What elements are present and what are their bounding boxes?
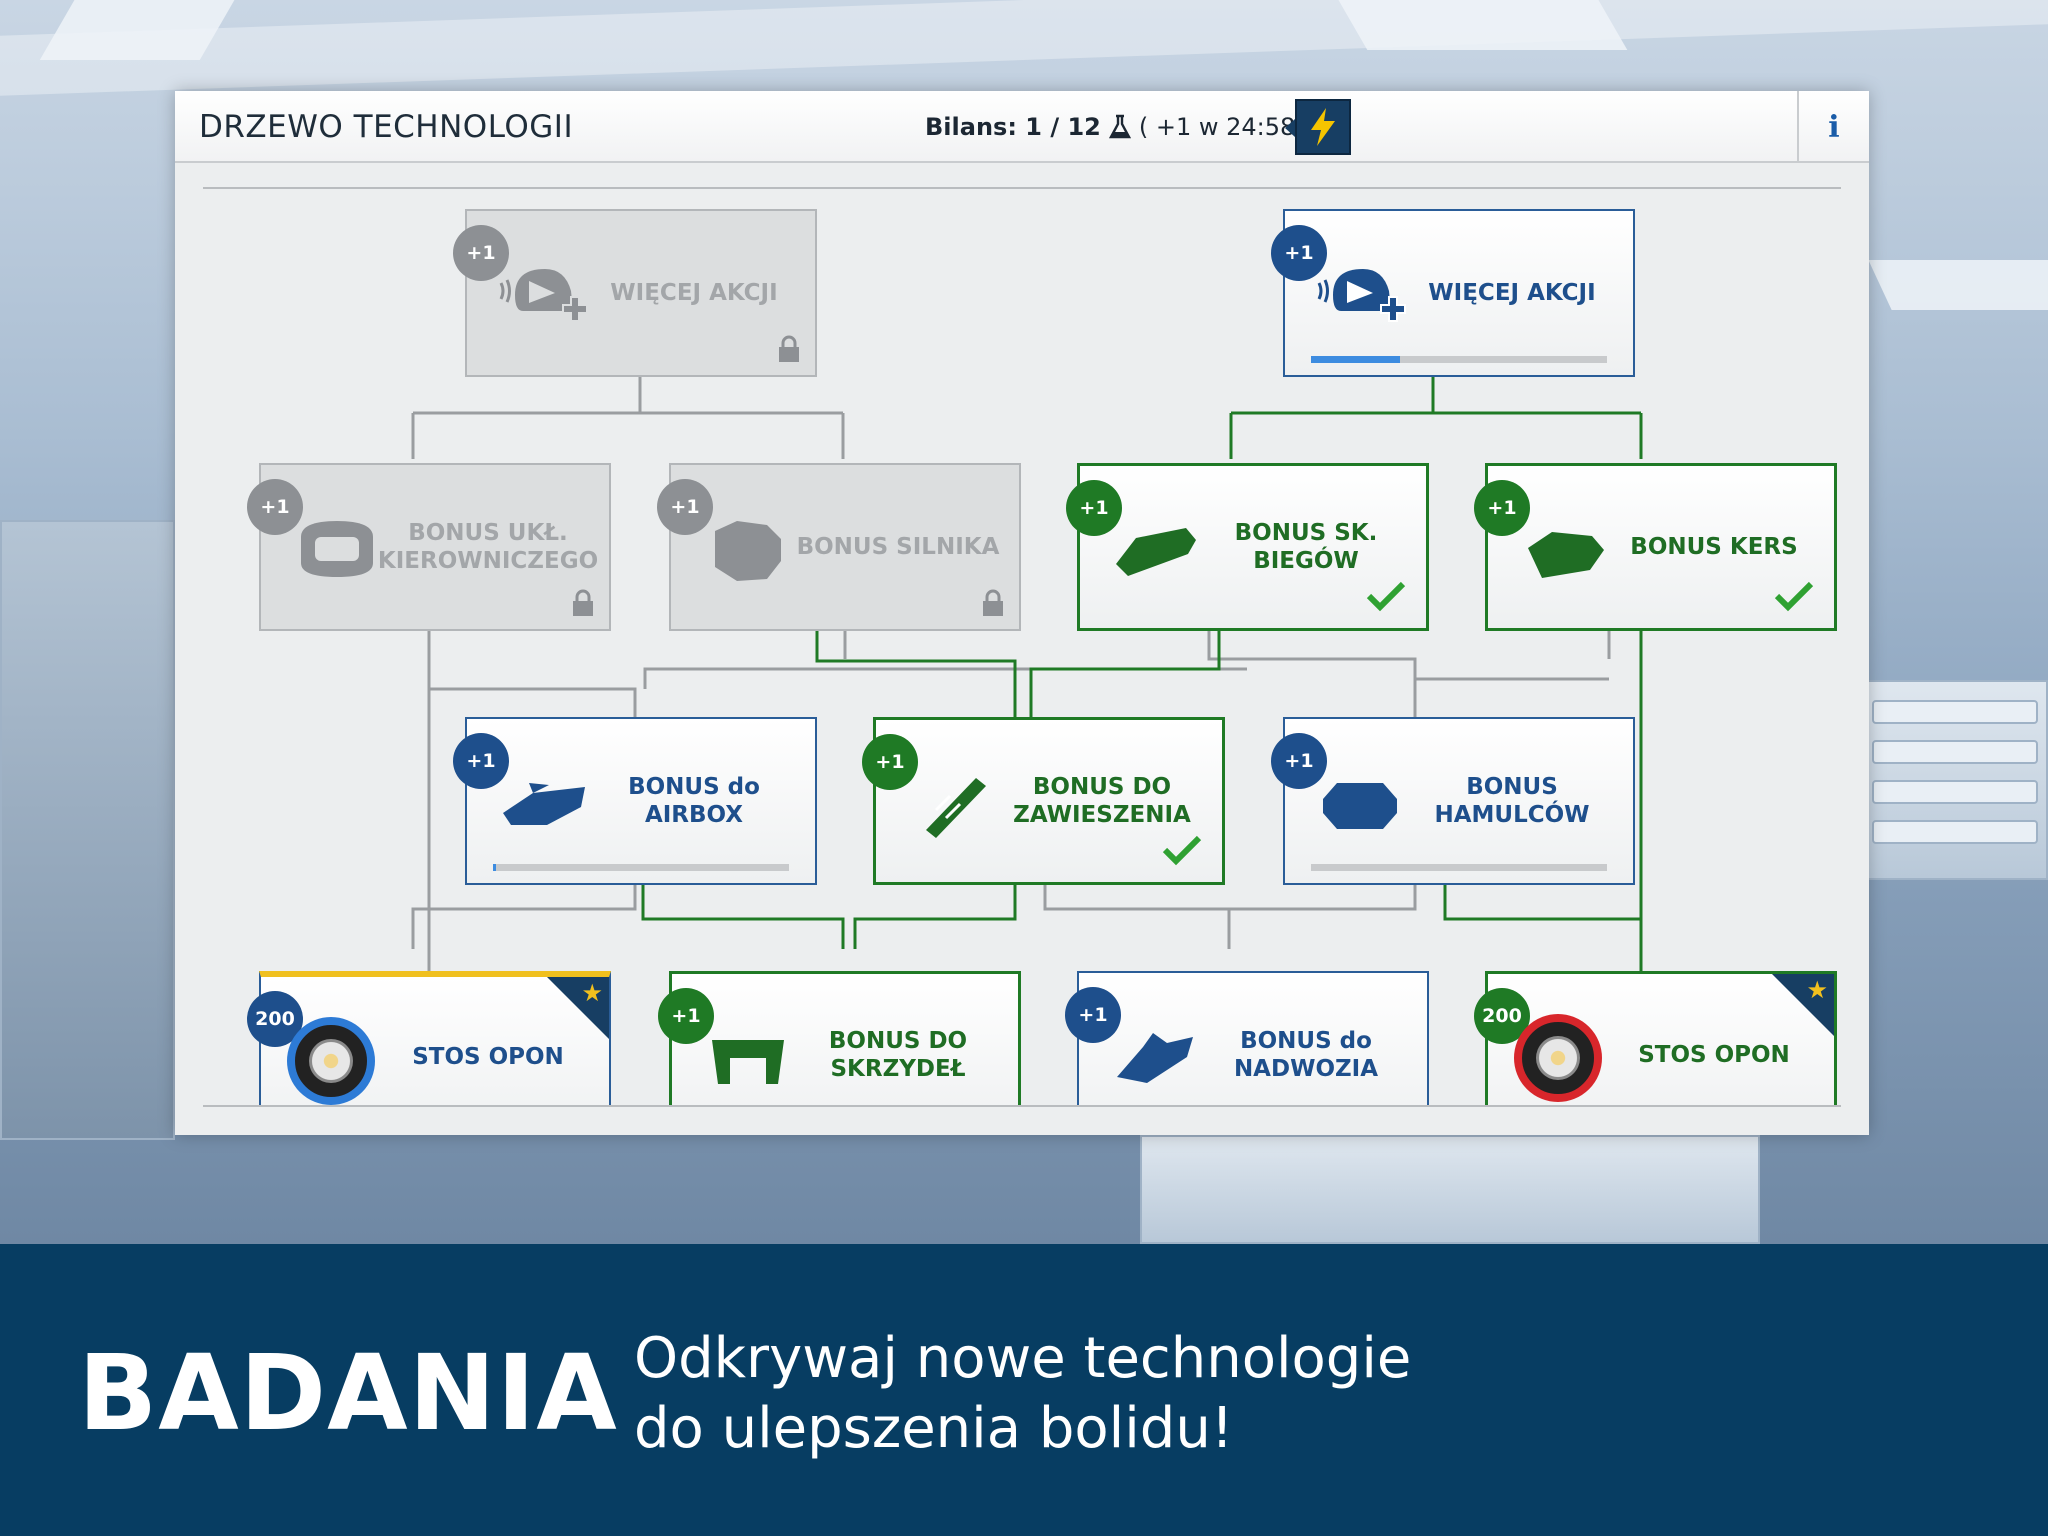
page-title: DRZEWO TECHNOLOGII [199, 109, 574, 145]
lightning-icon [1311, 108, 1335, 146]
node-badge: +1 [1065, 987, 1121, 1043]
node-label: WIĘCEJ AKCJI [1428, 280, 1596, 306]
node-label: BONUS SILNIKA [796, 534, 1000, 560]
gearbox-icon [1116, 528, 1196, 576]
promo-banner: BADANIA Odkrywaj nowe technologie do ule… [0, 1244, 2048, 1536]
brake-icon [1323, 783, 1397, 829]
info-button[interactable]: i [1797, 91, 1869, 163]
tech-node-suspension[interactable]: +1 BONUS DO ZAWIESZENIA [862, 717, 1225, 885]
node-badge: +1 [862, 734, 918, 790]
node-label: BONUS DO ZAWIESZENIA [1013, 774, 1191, 828]
bodywork-icon [1117, 1033, 1193, 1083]
node-label: BONUS do AIRBOX [628, 774, 760, 828]
node-label: STOS OPON [1638, 1042, 1790, 1068]
node-label: WIĘCEJ AKCJI [610, 280, 778, 306]
tech-node-brakes[interactable]: +1 BONUS HAMULCÓW [1271, 717, 1635, 885]
research-balance: Bilans: 1 / 12 ( +1 w 24:58 ) [925, 113, 1312, 141]
node-label: BONUS HAMULCÓW [1434, 774, 1590, 828]
helmet-icon [1317, 269, 1406, 322]
node-badge: +1 [1474, 480, 1530, 536]
lock-icon [983, 589, 1003, 616]
balance-label: Bilans: 1 / 12 [925, 113, 1101, 141]
node-label: BONUS DO SKRZYDEŁ [828, 1028, 968, 1082]
research-progress-bar [493, 864, 789, 871]
tech-node-airbox[interactable]: +1 BONUS do AIRBOX [453, 717, 817, 885]
tech-tree: +1 WIĘCEJ AKCJI +1 WIĘCEJ AKCJI +1 BONUS… [203, 187, 1841, 1107]
node-label: STOS OPON [412, 1044, 564, 1070]
banner-headline: BADANIA [78, 1332, 618, 1454]
tech-node-engine-locked[interactable]: +1 BONUS SILNIKA [657, 463, 1021, 631]
boost-button[interactable] [1295, 99, 1351, 155]
banner-tagline: Odkrywaj nowe technologie do ulepszenia … [634, 1324, 1411, 1464]
node-badge: +1 [1066, 480, 1122, 536]
airbox-icon [503, 783, 585, 825]
tech-node-more-actions-locked[interactable]: +1 WIĘCEJ AKCJI [453, 209, 817, 377]
balance-timer: ( +1 w 24:58 ) [1138, 113, 1313, 141]
tech-node-tire-stack-wet[interactable]: 200 STOS OPON ★ [247, 971, 611, 1105]
tree-connectors [411, 373, 1643, 979]
research-progress-bar [1311, 356, 1607, 363]
checkmark-icon [1162, 835, 1202, 866]
helmet-icon [499, 269, 588, 322]
tech-node-kers[interactable]: +1 BONUS KERS [1474, 463, 1837, 631]
lock-icon [573, 589, 593, 616]
soft-tire-icon [1514, 1014, 1602, 1102]
checkmark-icon [1774, 581, 1814, 612]
kers-icon [1528, 532, 1604, 578]
flask-icon [1108, 114, 1131, 139]
engine-icon [715, 521, 781, 581]
node-badge: +1 [247, 479, 303, 535]
node-badge: +1 [1271, 733, 1327, 789]
lock-icon [779, 335, 799, 362]
star-icon: ★ [581, 979, 603, 1007]
checkmark-icon [1366, 581, 1406, 612]
node-badge: +1 [453, 225, 509, 281]
tagline-line-1: Odkrywaj nowe technologie [634, 1326, 1412, 1391]
panel-header: DRZEWO TECHNOLOGII Bilans: 1 / 12 ( +1 w… [175, 91, 1869, 163]
tech-tree-panel: DRZEWO TECHNOLOGII Bilans: 1 / 12 ( +1 w… [175, 91, 1869, 1135]
node-badge: +1 [658, 988, 714, 1044]
node-badge: +1 [657, 479, 713, 535]
wet-tire-icon [287, 1017, 375, 1105]
node-label: BONUS SK. BIEGÓW [1234, 520, 1378, 574]
node-badge: +1 [453, 733, 509, 789]
tech-node-bodywork[interactable]: +1 BONUS do NADWOZIA [1065, 971, 1429, 1105]
star-icon: ★ [1806, 976, 1828, 1004]
tech-node-wings[interactable]: +1 BONUS DO SKRZYDEŁ [658, 971, 1021, 1105]
suspension-icon [926, 778, 986, 838]
tech-node-steering-locked[interactable]: +1 BONUS UKŁ. KIEROWNICZEGO [247, 463, 611, 631]
node-label: BONUS UKŁ. KIEROWNICZEGO [377, 520, 599, 574]
node-label: BONUS do NADWOZIA [1233, 1028, 1379, 1082]
tagline-line-2: do ulepszenia bolidu! [634, 1396, 1234, 1461]
tech-node-more-actions[interactable]: +1 WIĘCEJ AKCJI [1271, 209, 1635, 377]
steering-wheel-icon [301, 521, 373, 577]
node-label: BONUS KERS [1630, 534, 1798, 560]
node-badge: +1 [1271, 225, 1327, 281]
tech-node-tire-stack-soft[interactable]: 200 STOS OPON ★ [1474, 971, 1837, 1105]
tech-node-gearbox[interactable]: +1 BONUS SK. BIEGÓW [1066, 463, 1429, 631]
wing-icon [712, 1040, 784, 1084]
research-progress-bar [1311, 864, 1607, 871]
